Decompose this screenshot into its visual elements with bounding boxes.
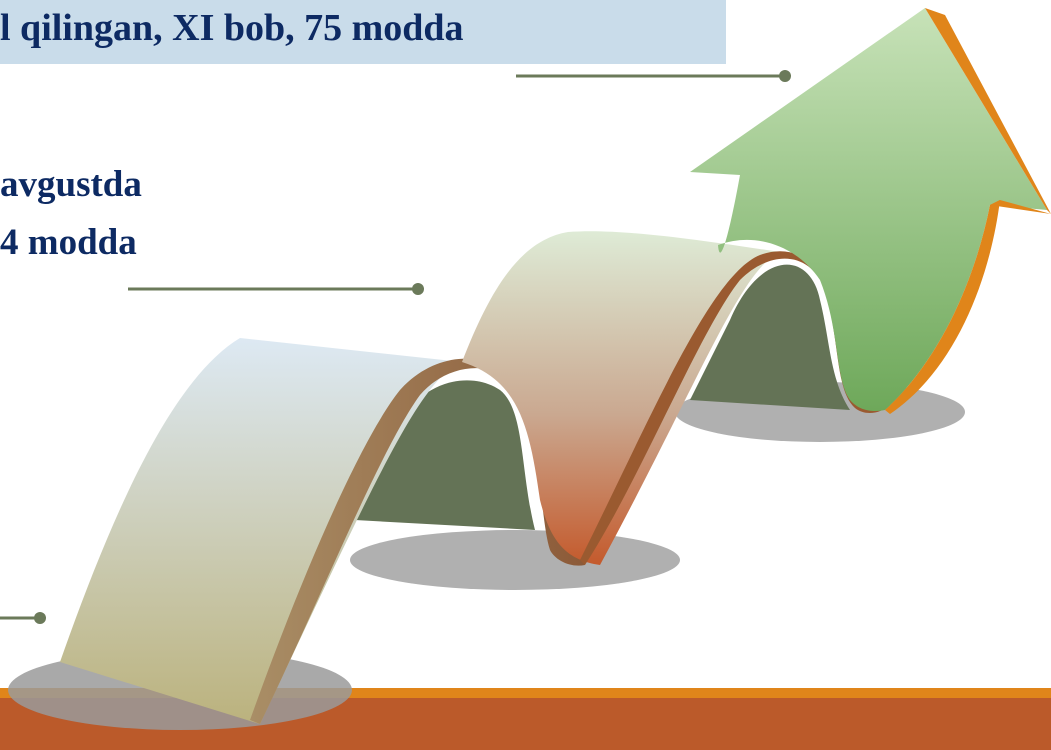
shadow-2 — [350, 530, 680, 590]
rising-arrow — [690, 8, 1047, 411]
arrow-edge-side — [885, 200, 1000, 414]
arrow-edge-top — [925, 8, 1051, 214]
connector-dot-3 — [34, 612, 46, 624]
inner-face-2 — [690, 264, 850, 410]
floor-top-strip — [0, 688, 1051, 698]
connector-dot-1 — [779, 70, 791, 82]
label-line-3: 4 modda — [0, 222, 137, 263]
wave-band-1 — [60, 338, 462, 724]
page-title: l qilingan, XI bob, 75 modda — [0, 7, 464, 49]
inner-face-1 — [355, 380, 535, 530]
arrow-edge-tip — [990, 200, 1051, 214]
title-band — [0, 0, 726, 64]
label-line-2: avgustda — [0, 164, 142, 205]
connector-dot-2 — [412, 283, 424, 295]
wave-band-2 — [462, 231, 780, 565]
